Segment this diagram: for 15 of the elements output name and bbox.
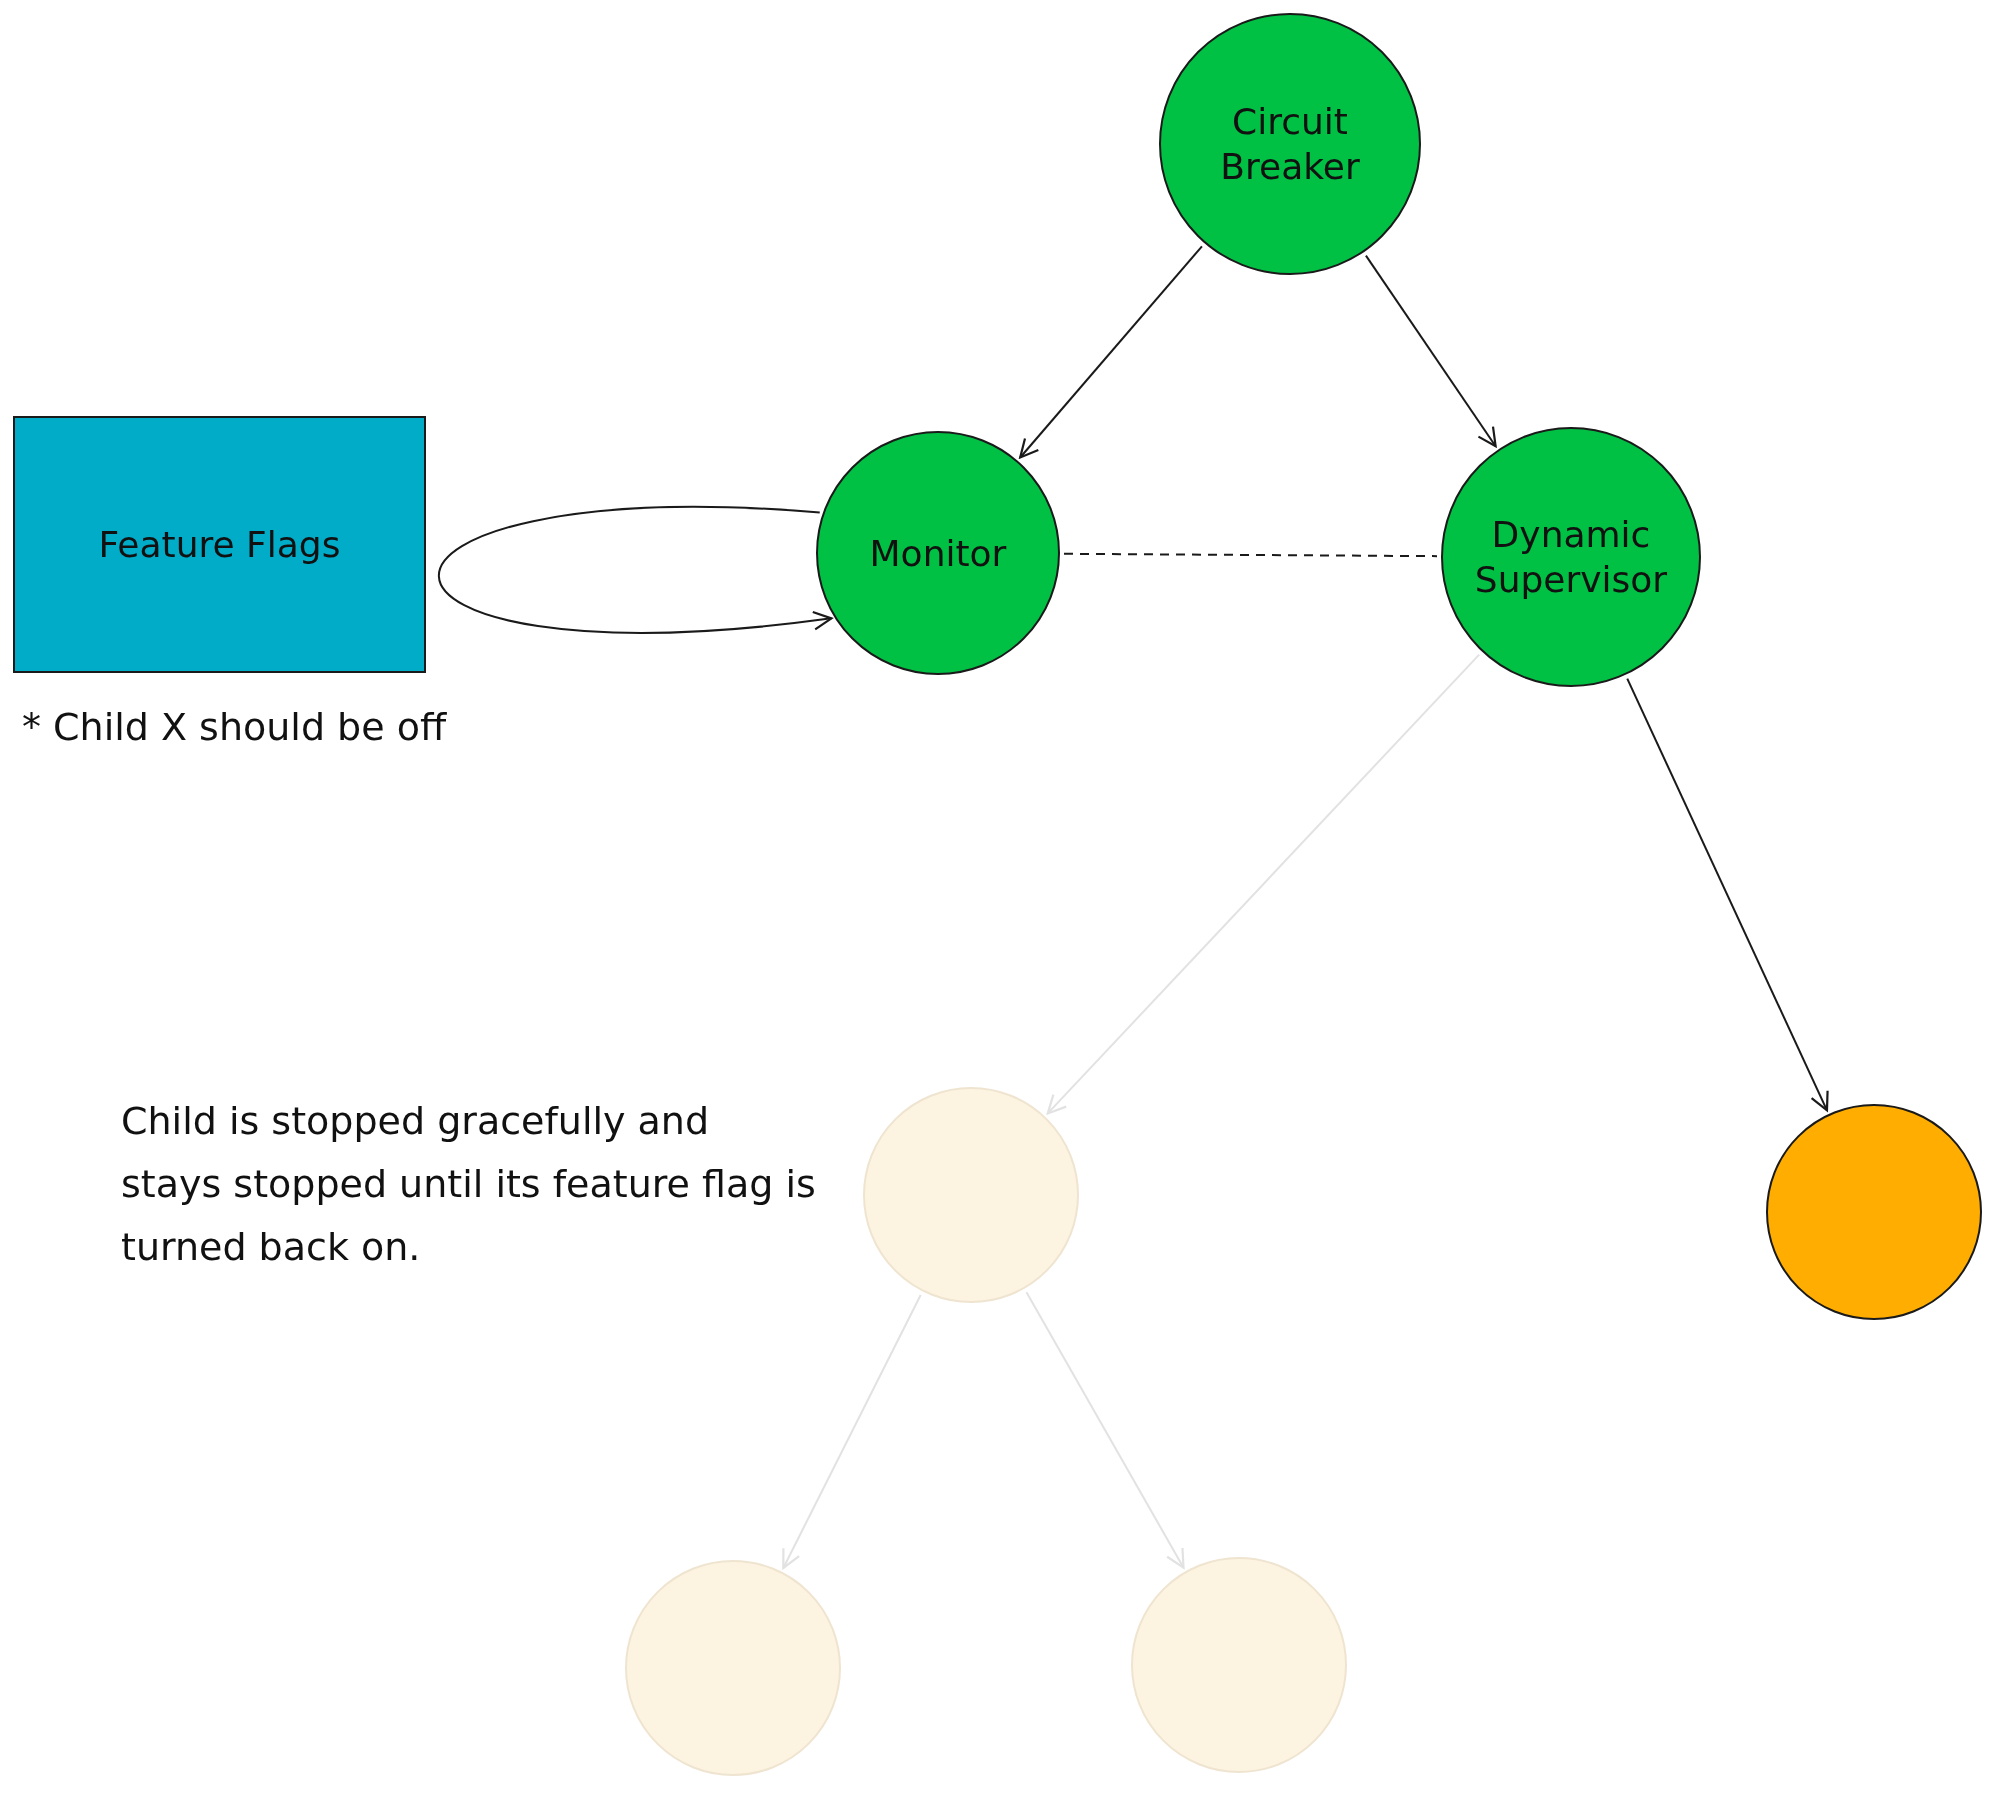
- arrow: [1046, 653, 1481, 1115]
- dashed-connector: [1063, 552, 1438, 558]
- arrow: [1364, 254, 1497, 448]
- arrow: [437, 506, 833, 634]
- feature-flags-box: [13, 416, 426, 673]
- arrow: [1019, 245, 1203, 459]
- node-label: Circuit Breaker: [1219, 100, 1361, 189]
- node-label: Feature Flags: [97, 523, 342, 567]
- note-text: * Child X should be off: [22, 705, 447, 749]
- node-label: Dynamic Supervisor: [1473, 513, 1669, 602]
- node-label: Monitor: [868, 531, 1008, 576]
- arrow: [1626, 677, 1829, 1112]
- arrow: [782, 1294, 922, 1570]
- note-text: Child is stopped gracefully and stays stopped until its feature flag is turned back on.: [121, 1098, 817, 1271]
- arrow: [1025, 1291, 1185, 1569]
